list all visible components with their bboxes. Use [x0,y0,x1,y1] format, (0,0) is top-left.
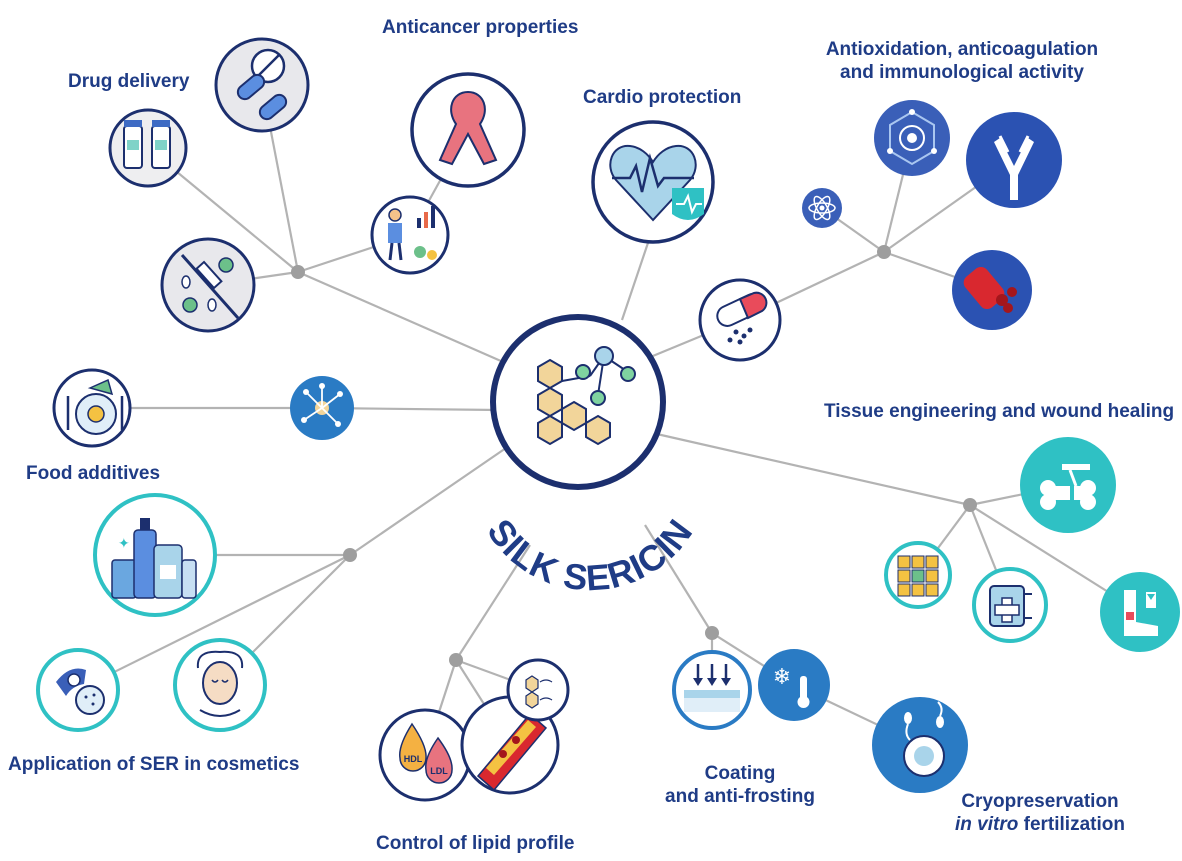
hub-dot [291,265,305,279]
heart-ecg-icon [591,120,715,244]
svg-text:❄: ❄ [773,665,791,690]
nanoparticle-icon [290,376,354,440]
pills-icon [214,37,310,133]
label-antioxidation-line1: Antioxidation, anticoagulation [825,39,1099,60]
label-cryo-line2: in vitro fertilization [940,813,1140,836]
label-cryopreservation: Cryopreservation in vitro fertilization [940,790,1140,836]
bone-scaffold-icon [1020,437,1116,533]
sperm-egg-icon [872,697,968,793]
blood-vessel-icon [952,250,1032,330]
label-anticancer: Anticancer properties [382,17,579,38]
eye-lens-icon [36,648,120,732]
hub-dot [343,548,357,562]
lipid-molecule-icon [506,658,570,722]
hub-dot [963,498,977,512]
label-antioxidation: Antioxidation, anticoagulation and immun… [812,38,1112,84]
hdl-label: HDL [404,754,423,764]
hub-dots [291,245,977,667]
center-node: SILK SERICIN [479,314,700,599]
ribbon-icon [410,72,526,188]
label-drug-delivery: Drug delivery [68,71,190,92]
label-cryo-rest: fertilization [1018,814,1125,835]
ldl-label: LDL [430,766,448,776]
foot-wound-icon [1100,572,1180,652]
cell-grid-icon [884,541,952,609]
molecule-hexagon-icon [537,346,636,446]
label-coating-line1: Coating [704,763,776,784]
label-tissue: Tissue engineering and wound healing [824,401,1175,422]
antibody-icon [966,112,1062,208]
food-plate-icon [52,368,132,448]
label-cryo-line1: Cryopreservation [961,791,1119,812]
face-mask-icon [173,638,267,732]
hub-dot [877,245,891,259]
cell-network-icon [874,100,950,176]
atom-small-icon [802,188,842,228]
hub-dot [705,626,719,640]
svg-text:✦: ✦ [118,536,130,552]
center-title: SILK SERICIN [479,511,700,598]
label-coating: Coating and anti-frosting [660,762,820,808]
label-coating-line2: and anti-frosting [665,786,815,807]
hdl-ldl-drops-icon: HDL LDL [378,708,472,802]
connector-lines [77,84,1141,756]
label-lipid: Control of lipid profile [376,833,575,854]
cosmetic-bottles-icon: ✦ [93,493,217,617]
syringe-pills-icon [160,237,256,333]
patient-chart-icon [370,195,450,275]
label-cryo-italic: in vitro [955,814,1019,835]
snowflake-thermometer-icon: ❄ [758,649,830,721]
capsule-icon [698,278,782,362]
coating-layer-icon [672,650,752,730]
vials-icon [108,108,188,188]
label-food: Food additives [26,463,161,484]
bandage-icon [972,567,1048,643]
hub-dot [449,653,463,667]
label-cosmetics: Application of SER in cosmetics [8,754,300,775]
label-cardio: Cardio protection [583,87,742,108]
label-antioxidation-line2: and immunological activity [840,62,1084,83]
